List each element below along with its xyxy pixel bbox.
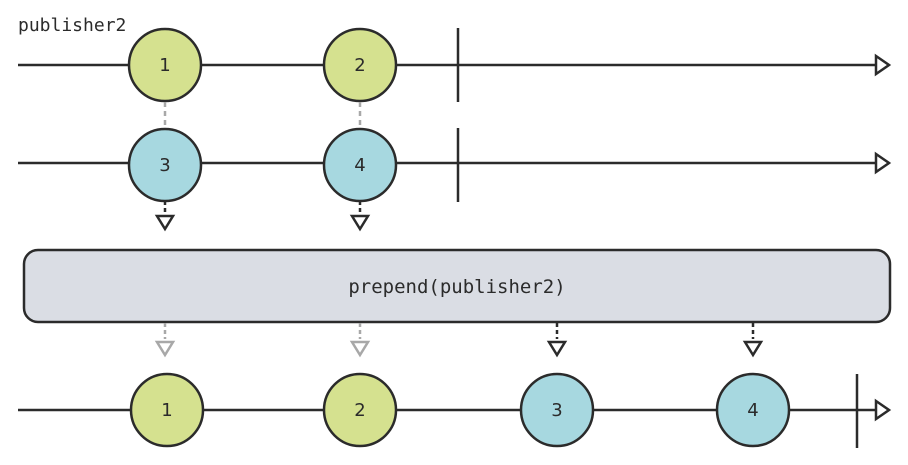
down-arrow-icon — [546, 340, 568, 358]
marble: 3 — [519, 372, 595, 448]
marble: 1 — [129, 372, 205, 448]
middle-stream: 3 4 — [18, 127, 892, 203]
arrow-head-icon — [874, 398, 892, 422]
operator-box: prepend(publisher2) — [22, 248, 892, 324]
output-arrow — [154, 323, 176, 358]
down-arrow-icon — [154, 340, 176, 358]
marble: 2 — [322, 27, 398, 103]
output-arrow — [349, 323, 371, 358]
down-arrow-icon — [154, 214, 176, 232]
source-label: publisher2 — [18, 15, 126, 36]
marble: 4 — [322, 127, 398, 203]
down-arrow-icon — [349, 214, 371, 232]
output-arrow — [546, 323, 568, 358]
output-arrow — [742, 323, 764, 358]
marble: 1 — [127, 27, 203, 103]
marble-label: 1 — [159, 55, 170, 76]
down-arrow-icon — [349, 340, 371, 358]
down-arrow-icon — [742, 340, 764, 358]
marble-label: 4 — [354, 155, 365, 176]
marble-label: 3 — [159, 155, 170, 176]
marble-label: 1 — [161, 400, 172, 421]
marble-label: 3 — [551, 400, 562, 421]
marble-label: 2 — [354, 400, 365, 421]
marble: 4 — [715, 372, 791, 448]
output-stream: 1 2 3 4 — [18, 372, 892, 448]
marble-label: 4 — [747, 400, 758, 421]
marble-label: 2 — [354, 55, 365, 76]
marble: 2 — [322, 372, 398, 448]
marble: 3 — [127, 127, 203, 203]
input-arrow — [154, 201, 176, 232]
arrow-head-icon — [874, 151, 892, 175]
arrow-head-icon — [874, 53, 892, 77]
input-arrow — [349, 201, 371, 232]
top-stream: 1 2 — [18, 27, 892, 103]
operator-label: prepend(publisher2) — [348, 276, 565, 298]
